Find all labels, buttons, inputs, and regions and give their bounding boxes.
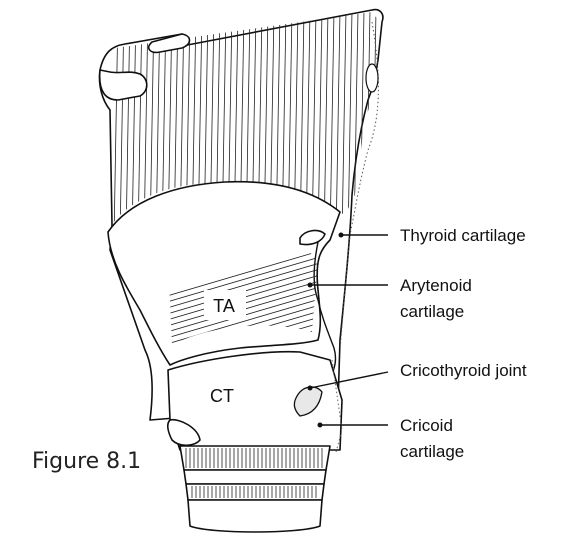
hatch-line <box>119 12 125 225</box>
hatch-line <box>329 12 335 225</box>
cricoid-label-line2: cartilage <box>400 442 464 461</box>
hatch-line <box>168 295 318 345</box>
hatch-line <box>335 12 341 225</box>
cricoid-label-line1: Cricoid <box>400 416 453 435</box>
hatch-line <box>125 12 131 225</box>
hatch-line <box>113 12 119 225</box>
hatch-line <box>168 319 318 345</box>
trachea-ring-1-hatching <box>185 448 323 468</box>
hatch-line <box>168 253 318 305</box>
trachea <box>179 445 331 533</box>
ta-label: TA <box>213 296 235 316</box>
thyroid-cartilage-label: Thyroid cartilage <box>400 226 526 245</box>
hatch-line <box>347 12 353 225</box>
ta-label-bg <box>204 290 246 320</box>
hatch-line <box>168 259 318 311</box>
ct-label: CT <box>210 386 234 406</box>
trachea-ring-2-hatching <box>191 486 317 498</box>
leader-lines <box>307 232 389 428</box>
hatch-line <box>168 247 318 299</box>
cricothyroid-joint-label: Cricothyroid joint <box>400 361 527 380</box>
arytenoid-label-line1: Arytenoid <box>400 276 472 295</box>
arytenoid-label-line2: cartilage <box>400 302 464 321</box>
hatch-line <box>341 12 347 225</box>
cricoid-cartilage: CT <box>167 350 343 453</box>
ct-label-bg <box>200 380 244 410</box>
figure-caption: Figure 8.1 <box>32 449 141 474</box>
hatch-line <box>131 12 137 225</box>
